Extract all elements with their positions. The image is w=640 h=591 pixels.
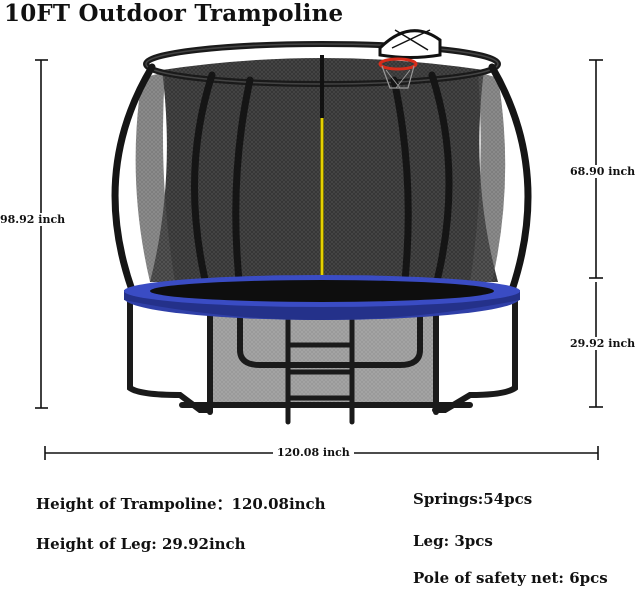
under-net	[210, 312, 436, 406]
diameter-label: 120.08 inch	[273, 446, 354, 459]
jump-pad	[124, 275, 520, 320]
total-height-label: 98.92 inch	[0, 213, 66, 226]
spec-legs: Leg: 3pcs	[413, 532, 493, 550]
spec-springs: Springs:54pcs	[413, 490, 533, 508]
spec-net-poles: Pole of safety net: 6pcs	[413, 569, 608, 587]
net-height-label: 68.90 inch	[570, 165, 636, 178]
net-poles	[111, 63, 532, 304]
spec-leg-height: Height of Leg: 29.92inch	[36, 535, 246, 553]
leg-height-label: 29.92 inch	[570, 337, 636, 350]
ladder	[285, 315, 355, 425]
basketball-hoop	[378, 29, 442, 89]
frame-legs	[127, 297, 518, 415]
spec-trampoline-height: Height of Trampoline：120.08inch	[36, 495, 326, 513]
product-title: 10FT Outdoor Trampoline	[4, 0, 344, 27]
